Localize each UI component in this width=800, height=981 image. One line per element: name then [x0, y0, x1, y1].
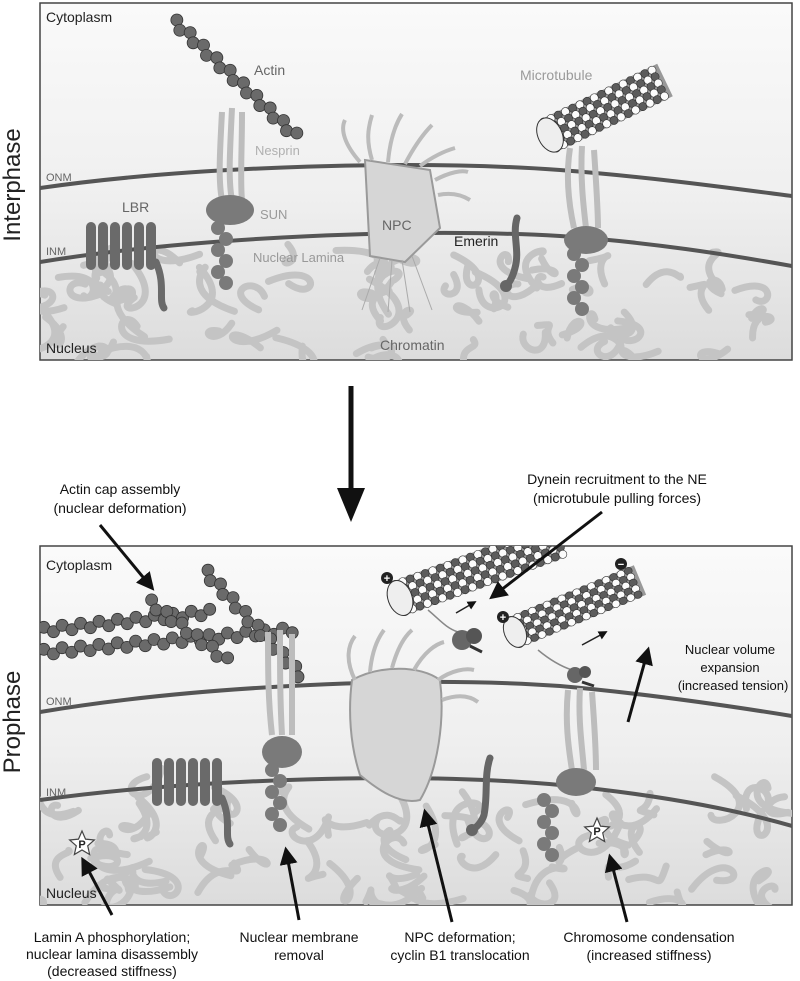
annotation-chromosome: Chromosome condensation (increased stiff… [563, 853, 735, 963]
minus-end-symbol: − [618, 559, 624, 571]
sun-protein-prophase [265, 763, 287, 832]
dynein-line-2: (microtubule pulling forces) [533, 490, 701, 506]
npc-label: NPC [382, 217, 412, 233]
annotation-lamin: Lamin A phosphorylation; nuclear lamina … [26, 856, 198, 979]
cytoplasm-label: Cytoplasm [46, 9, 112, 25]
sun-label: SUN [260, 207, 287, 222]
inm-label: INM [46, 246, 66, 258]
phospho-star-1: P [68, 829, 96, 856]
dynein-line-1: Dynein recruitment to the NE [527, 471, 707, 487]
plus-end-marker-1: + [381, 572, 393, 585]
onm-label-prophase: ONM [46, 696, 72, 708]
dynein-motor-2 [537, 649, 595, 688]
microtubule [536, 63, 673, 153]
sun-protein [211, 221, 233, 290]
nesprin-label: Nesprin [255, 143, 300, 158]
chromatin-label: Chromatin [380, 337, 445, 353]
actin-cap-line-2: (nuclear deformation) [53, 500, 186, 516]
emerin-label: Emerin [454, 233, 498, 249]
inm-label-prophase: INM [46, 787, 66, 799]
actin-filament [170, 13, 304, 140]
plus-end-symbol-1: + [384, 573, 390, 585]
annotation-dynein: Dynein recruitment to the NE (microtubul… [489, 471, 707, 600]
annotation-membrane: Nuclear membrane removal [239, 846, 359, 963]
lbr-label: LBR [122, 199, 149, 215]
interphase-label: Interphase [0, 128, 26, 241]
volume-line-1: Nuclear volume [685, 642, 775, 657]
plus-end-marker-2: + [497, 611, 509, 624]
volume-line-3: (increased tension) [678, 678, 789, 693]
inner-nuclear-membrane [40, 231, 792, 268]
chromosome-line-1: Chromosome condensation [563, 929, 734, 945]
volume-line-2: expansion [700, 660, 759, 675]
linc-complex-actin [206, 107, 254, 290]
phospho-mark-2: P [593, 826, 600, 838]
annotation-actin-cap: Actin cap assembly (nuclear deformation) [53, 481, 187, 591]
membrane-line-2: removal [274, 947, 324, 963]
lamin-line-2: nuclear lamina disassembly [26, 946, 198, 962]
prophase-label: Prophase [0, 671, 26, 774]
linc-complex-microtubule [564, 145, 608, 316]
interphase-panel: Cytoplasm Nucleus ONM INM Actin Microtub… [39, 2, 793, 361]
sun-protein-right [567, 247, 589, 316]
npc-line-2: cyclin B1 translocation [390, 947, 529, 963]
chromosome-line-2: (increased stiffness) [586, 947, 711, 963]
cytoplasm-label-prophase: Cytoplasm [46, 557, 112, 573]
lbr-protein [86, 222, 168, 312]
plus-end-symbol-2: + [500, 612, 506, 624]
microtubule-label: Microtubule [520, 67, 593, 83]
actin-cap [40, 563, 305, 684]
phospho-mark-1: P [78, 839, 85, 851]
linc-complex-right-prophase [537, 687, 599, 862]
npc-line-1: NPC deformation; [404, 929, 515, 945]
linc-complex-left-prophase [262, 629, 302, 832]
dynein-motor-1 [427, 609, 483, 654]
pull-arrow-2 [581, 631, 608, 646]
lbr-protein-prophase [152, 758, 234, 848]
prophase-panel: P P + + − Cytoplasm Nucleus ONM INM [39, 545, 793, 906]
transition-arrow [337, 386, 365, 522]
nuclear-lamina-label: Nuclear Lamina [253, 250, 345, 265]
pull-arrow-1 [455, 601, 477, 614]
nucleus-label: Nucleus [46, 340, 97, 356]
onm-label: ONM [46, 172, 72, 184]
chromatin-mesh-condensed [40, 764, 792, 905]
lamin-line-3: (decreased stiffness) [47, 963, 177, 979]
nuclear-pore-complex [341, 112, 472, 313]
minus-end-marker: − [615, 558, 627, 571]
actin-label: Actin [254, 62, 285, 78]
outer-nuclear-membrane [40, 163, 792, 198]
annotation-npc: NPC deformation; cyclin B1 translocation [390, 808, 530, 963]
outer-nuclear-membrane-prophase [40, 680, 792, 718]
actin-cap-line-1: Actin cap assembly [60, 481, 181, 497]
nuclear-pore-complex-deformed [346, 628, 480, 802]
nucleus-label-prophase: Nucleus [46, 885, 97, 901]
sun-protein-prophase-right [537, 793, 559, 862]
microtubule-left [386, 546, 568, 616]
membrane-line-1: Nuclear membrane [239, 929, 358, 945]
phospho-star-2: P [583, 816, 611, 843]
lamin-line-1: Lamin A phosphorylation; [34, 929, 190, 945]
microtubule-right [502, 565, 647, 648]
annotation-volume: Nuclear volume expansion (increased tens… [626, 642, 789, 723]
